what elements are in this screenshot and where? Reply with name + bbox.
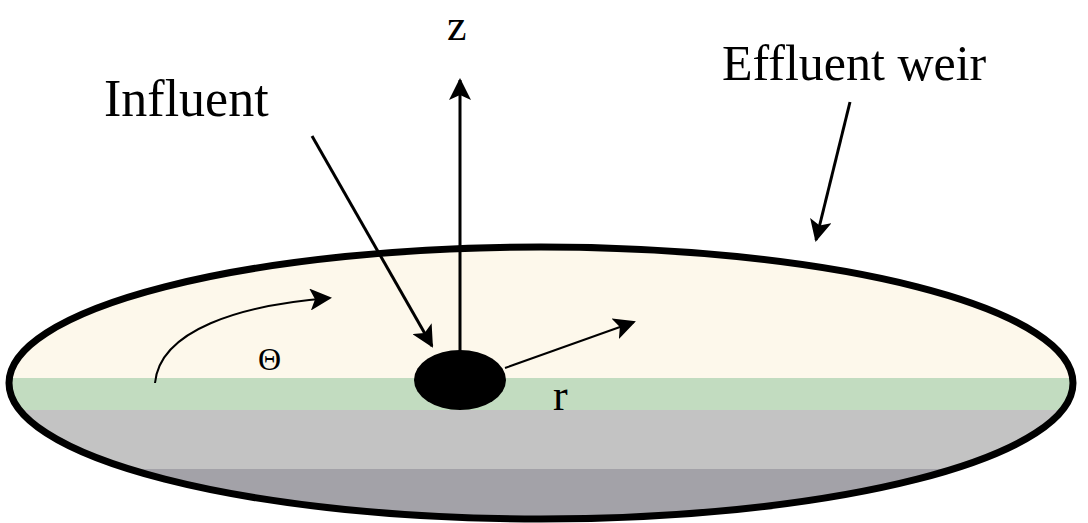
axis-label: r bbox=[553, 372, 568, 420]
tank-layers bbox=[0, 240, 1088, 523]
weir-label: Effluent weir bbox=[722, 36, 986, 91]
theta-arrow bbox=[155, 298, 330, 383]
influent-label: Influent bbox=[104, 70, 269, 127]
z-axis bbox=[459, 80, 462, 352]
clear-zone bbox=[0, 378, 1088, 411]
r-axis bbox=[505, 322, 634, 368]
settling-zone bbox=[0, 410, 1088, 470]
angle-label: Θ bbox=[258, 342, 281, 377]
effluent-weir-rim bbox=[9, 247, 1073, 519]
influent-pipe bbox=[414, 350, 506, 410]
weir-leader bbox=[816, 102, 850, 240]
influent-leader bbox=[312, 136, 432, 346]
axis-label: z bbox=[447, 2, 467, 50]
